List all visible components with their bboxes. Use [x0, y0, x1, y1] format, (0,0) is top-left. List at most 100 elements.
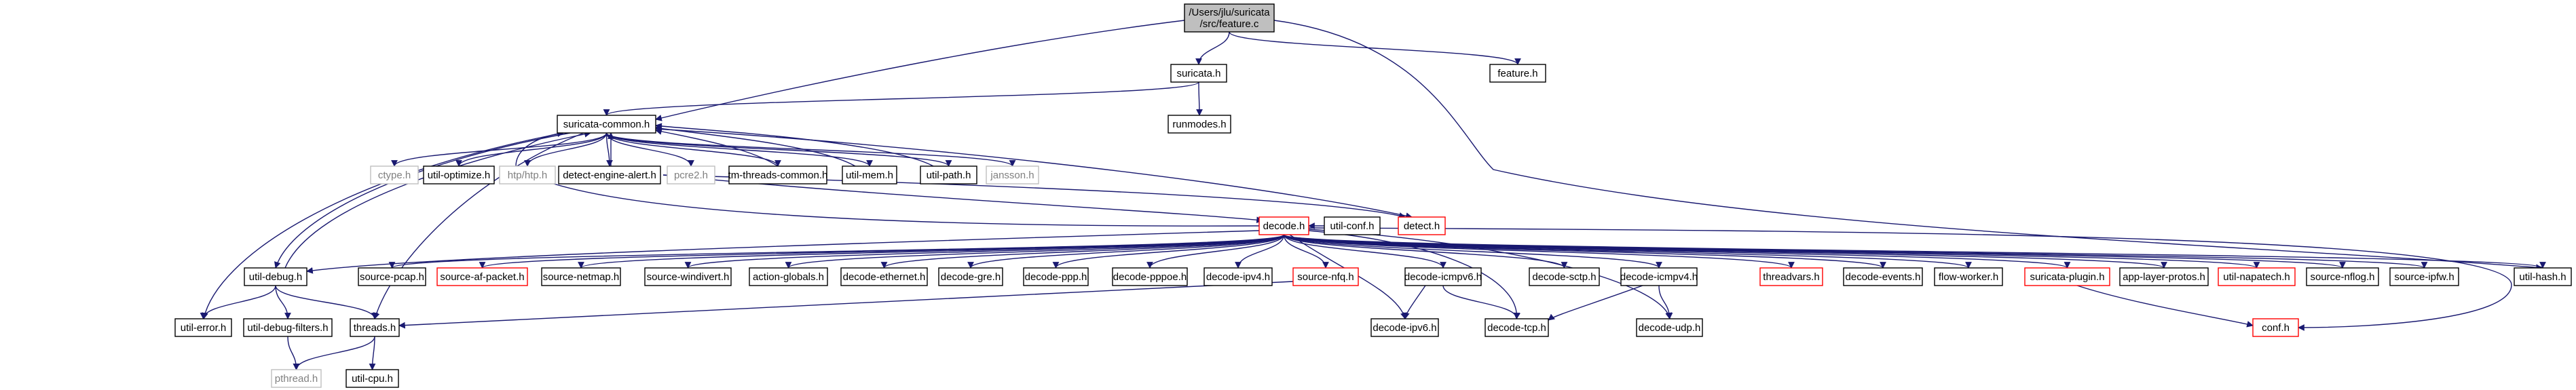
node-util-hash-h[interactable]: util-hash.h [2514, 267, 2572, 286]
node-decode-udp-h[interactable]: decode-udp.h [1636, 318, 1703, 337]
node-decode-icmpv4-h[interactable]: decode-icmpv4.h [1620, 267, 1698, 286]
node-label: util-optimize.h [428, 170, 491, 181]
node-feature-h[interactable]: feature.h [1489, 64, 1546, 83]
edge-decode_h-to-source_pcap_h [389, 234, 1285, 269]
edge-threads_h-to-pthread_h [293, 336, 375, 370]
node-util-mem-h[interactable]: util-mem.h [842, 165, 897, 184]
node-box [370, 165, 419, 184]
edge-root-to-suricata_h [1195, 31, 1230, 65]
node-decode-icmpv6-h[interactable]: decode-icmpv6.h [1404, 267, 1482, 286]
node-label: decode-sctp.h [1532, 271, 1596, 283]
node-label: decode-icmpv4.h [1620, 271, 1698, 283]
edge-suricata_common_h-to-detect_h [655, 128, 1413, 219]
node-box [499, 165, 556, 184]
node-box [667, 165, 715, 184]
node-decode-tcp-h[interactable]: decode-tcp.h [1485, 318, 1549, 337]
node-label: decode-icmpv6.h [1404, 271, 1482, 283]
edge-util_path_h-to-suricata_common_h [655, 123, 934, 167]
node-util-conf-h[interactable]: util-conf.h [1324, 216, 1381, 235]
node-util-napatech-h[interactable]: util-napatech.h [2218, 267, 2296, 286]
edge-suricata_common_h-to-ctype_h [391, 132, 608, 167]
node-source-nfq-h[interactable]: source-nfq.h [1292, 267, 1359, 286]
node-decode-gre-h[interactable]: decode-gre.h [938, 267, 1003, 286]
node-source-af-packet-h[interactable]: source-af-packet.h [436, 267, 528, 286]
node-conf-h[interactable]: conf.h [2252, 318, 2299, 337]
node-label: util-conf.h [1330, 220, 1374, 232]
edge-decode_h-to-source_nflog_h [1283, 234, 2346, 269]
node-htp-h: htp/htp.h [499, 165, 556, 184]
node-suricata-plugin-h[interactable]: suricata-plugin.h [2024, 267, 2110, 286]
node-box [1370, 318, 1439, 337]
node-box [728, 165, 827, 184]
node-suricata-common-h[interactable]: suricata-common.h [557, 115, 656, 134]
edge-decode_h-to-action_globals_h [785, 234, 1285, 269]
node-suricata-h[interactable]: suricata.h [1170, 64, 1227, 83]
edge-decode_h-to-threadvars_h [1283, 234, 1795, 269]
node-box [840, 267, 928, 286]
node-util-path-h[interactable]: util-path.h [920, 165, 977, 184]
node-box [1292, 267, 1359, 286]
node-decode-ipv6-h[interactable]: decode-ipv6.h [1370, 318, 1439, 337]
node-decode-pppoe-h[interactable]: decode-pppoe.h [1112, 267, 1188, 286]
edge-decode_icmpv6_h-to-decode_ipv6_h [1402, 285, 1426, 319]
node-util-optimize-h[interactable]: util-optimize.h [423, 165, 495, 184]
node-util-error-h[interactable]: util-error.h [174, 318, 232, 337]
node-detect-h[interactable]: detect.h [1398, 216, 1446, 235]
node-label: suricata-plugin.h [2030, 271, 2104, 283]
node-box [1184, 3, 1275, 33]
edge-decode_h-to-suricata_common_h [515, 130, 1260, 227]
node-detect-engine-alert-h[interactable]: detect-engine-alert.h [558, 165, 661, 184]
node-decode-h[interactable]: decode.h [1258, 216, 1309, 235]
node-util-cpu-h[interactable]: util-cpu.h [346, 369, 399, 388]
node-flow-worker-h[interactable]: flow-worker.h [1934, 267, 2003, 286]
node-label: suricata-common.h [563, 119, 650, 130]
node-ctype-h: ctype.h [370, 165, 419, 184]
edge-suricata_common_h-to-htp_h [524, 132, 608, 167]
node-app-layer-protos-h[interactable]: app-layer-protos.h [2119, 267, 2209, 286]
node-box [2514, 267, 2572, 286]
node-decode-sctp-h[interactable]: decode-sctp.h [1529, 267, 1600, 286]
node-label: source-netmap.h [543, 271, 620, 283]
node-label: decode-ethernet.h [843, 271, 926, 283]
node-decode-ipv4-h[interactable]: decode-ipv4.h [1203, 267, 1273, 286]
node-threads-h[interactable]: threads.h [350, 318, 400, 337]
node-label: feature.h [1497, 68, 1537, 79]
node-box [1620, 267, 1698, 286]
node-box [358, 267, 426, 286]
node-tm-threads-common-h[interactable]: tm-threads-common.h [728, 165, 828, 184]
node-label: runmodes.h [1172, 119, 1226, 130]
node-box [557, 115, 656, 134]
edge-decode_h-to-source_nfq_h [1283, 234, 1329, 269]
node-decode-ppp-h[interactable]: decode-ppp.h [1023, 267, 1089, 286]
edge-suricata_common_h-to-util_optimize_h [455, 132, 608, 167]
edge-util_mem_h-to-suricata_common_h [655, 125, 856, 167]
edge-layer [200, 20, 2546, 370]
node-box [1636, 318, 1703, 337]
node-source-windivert-h[interactable]: source-windivert.h [644, 267, 732, 286]
node-source-netmap-h[interactable]: source-netmap.h [541, 267, 621, 286]
node-source-pcap-h[interactable]: source-pcap.h [358, 267, 426, 286]
node-label: decode-pppoe.h [1113, 271, 1187, 283]
node-box [842, 165, 897, 184]
node-label: source-nfq.h [1297, 271, 1354, 283]
node-source-nflog-h[interactable]: source-nflog.h [2306, 267, 2379, 286]
edge-suricata_common_h-to-util_debug_h [274, 132, 571, 269]
node-source-ipfw-h[interactable]: source-ipfw.h [2389, 267, 2459, 286]
node-runmodes-h[interactable]: runmodes.h [1168, 115, 1231, 134]
node-label: decode.h [1263, 220, 1305, 232]
node-label: util-path.h [927, 170, 971, 181]
node-label: decode-tcp.h [1487, 322, 1546, 334]
node-util-debug-h[interactable]: util-debug.h [244, 267, 307, 286]
node-decode-ethernet-h[interactable]: decode-ethernet.h [840, 267, 928, 286]
edge-decode_h-to-decode_ipv4_h [1235, 234, 1285, 269]
node-label: action-globals.h [753, 271, 824, 283]
edge-decode_h-to-decode_icmpv4_h [1283, 234, 1662, 269]
node-label: decode-events.h [1846, 271, 1921, 283]
node-action-globals-h[interactable]: action-globals.h [749, 267, 828, 286]
node-box [2119, 267, 2209, 286]
node-decode-events-h[interactable]: decode-events.h [1843, 267, 1923, 286]
node-label: util-debug-filters.h [247, 322, 328, 334]
node-label: source-windivert.h [647, 271, 730, 283]
node-util-debug-filters-h[interactable]: util-debug-filters.h [243, 318, 333, 337]
node-threadvars-h[interactable]: threadvars.h [1759, 267, 1823, 286]
